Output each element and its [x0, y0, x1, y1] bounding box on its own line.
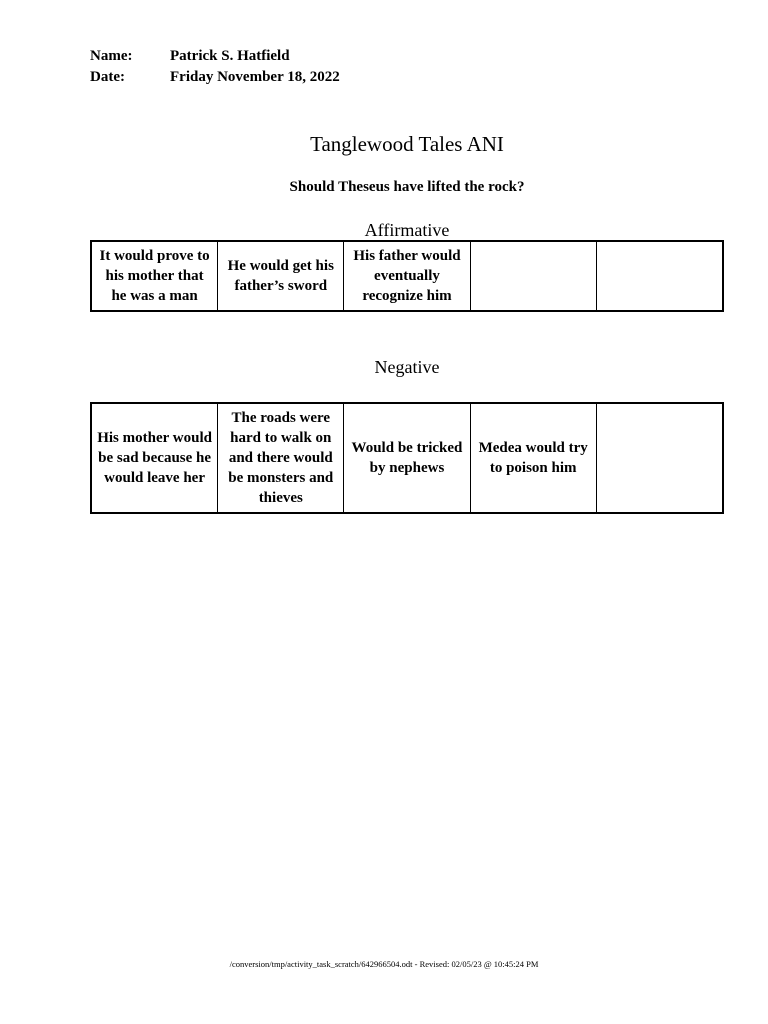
affirmative-table: It would prove to his mother that he was…	[90, 240, 724, 312]
table-cell	[595, 240, 724, 312]
document-page: Name: Patrick S. Hatfield Date: Friday N…	[90, 0, 724, 514]
negative-table: His mother would be sad because he would…	[90, 402, 724, 514]
table-cell: It would prove to his mother that he was…	[90, 240, 219, 312]
section-heading-affirmative: Affirmative	[364, 220, 450, 240]
document-header: Name: Patrick S. Hatfield Date: Friday N…	[90, 0, 724, 88]
name-row: Name: Patrick S. Hatfield	[90, 46, 724, 67]
table-cell: His father would eventually recognize hi…	[343, 240, 471, 312]
table-cell: Would be tricked by nephews	[343, 402, 471, 514]
table-cell	[469, 240, 597, 312]
table-row: It would prove to his mother that he was…	[90, 240, 724, 312]
date-row: Date: Friday November 18, 2022	[90, 67, 724, 88]
table-cell: The roads were hard to walk on and there…	[217, 402, 345, 514]
table-cell: His mother would be sad because he would…	[90, 402, 219, 514]
name-value: Patrick S. Hatfield	[170, 48, 290, 64]
name-label: Name:	[90, 48, 133, 64]
table-cell: He would get his father’s sword	[217, 240, 345, 312]
page-title: Tanglewood Tales ANI	[310, 132, 504, 156]
table-row: His mother would be sad because he would…	[90, 402, 724, 514]
date-label: Date:	[90, 69, 125, 85]
table-cell	[595, 402, 724, 514]
section-heading-negative: Negative	[374, 357, 440, 377]
question-heading: Should Theseus have lifted the rock?	[289, 179, 525, 195]
table-cell: Medea would try to poison him	[469, 402, 597, 514]
footer-note: /conversion/tmp/activity_task_scratch/64…	[229, 959, 539, 969]
date-value: Friday November 18, 2022	[170, 69, 340, 85]
